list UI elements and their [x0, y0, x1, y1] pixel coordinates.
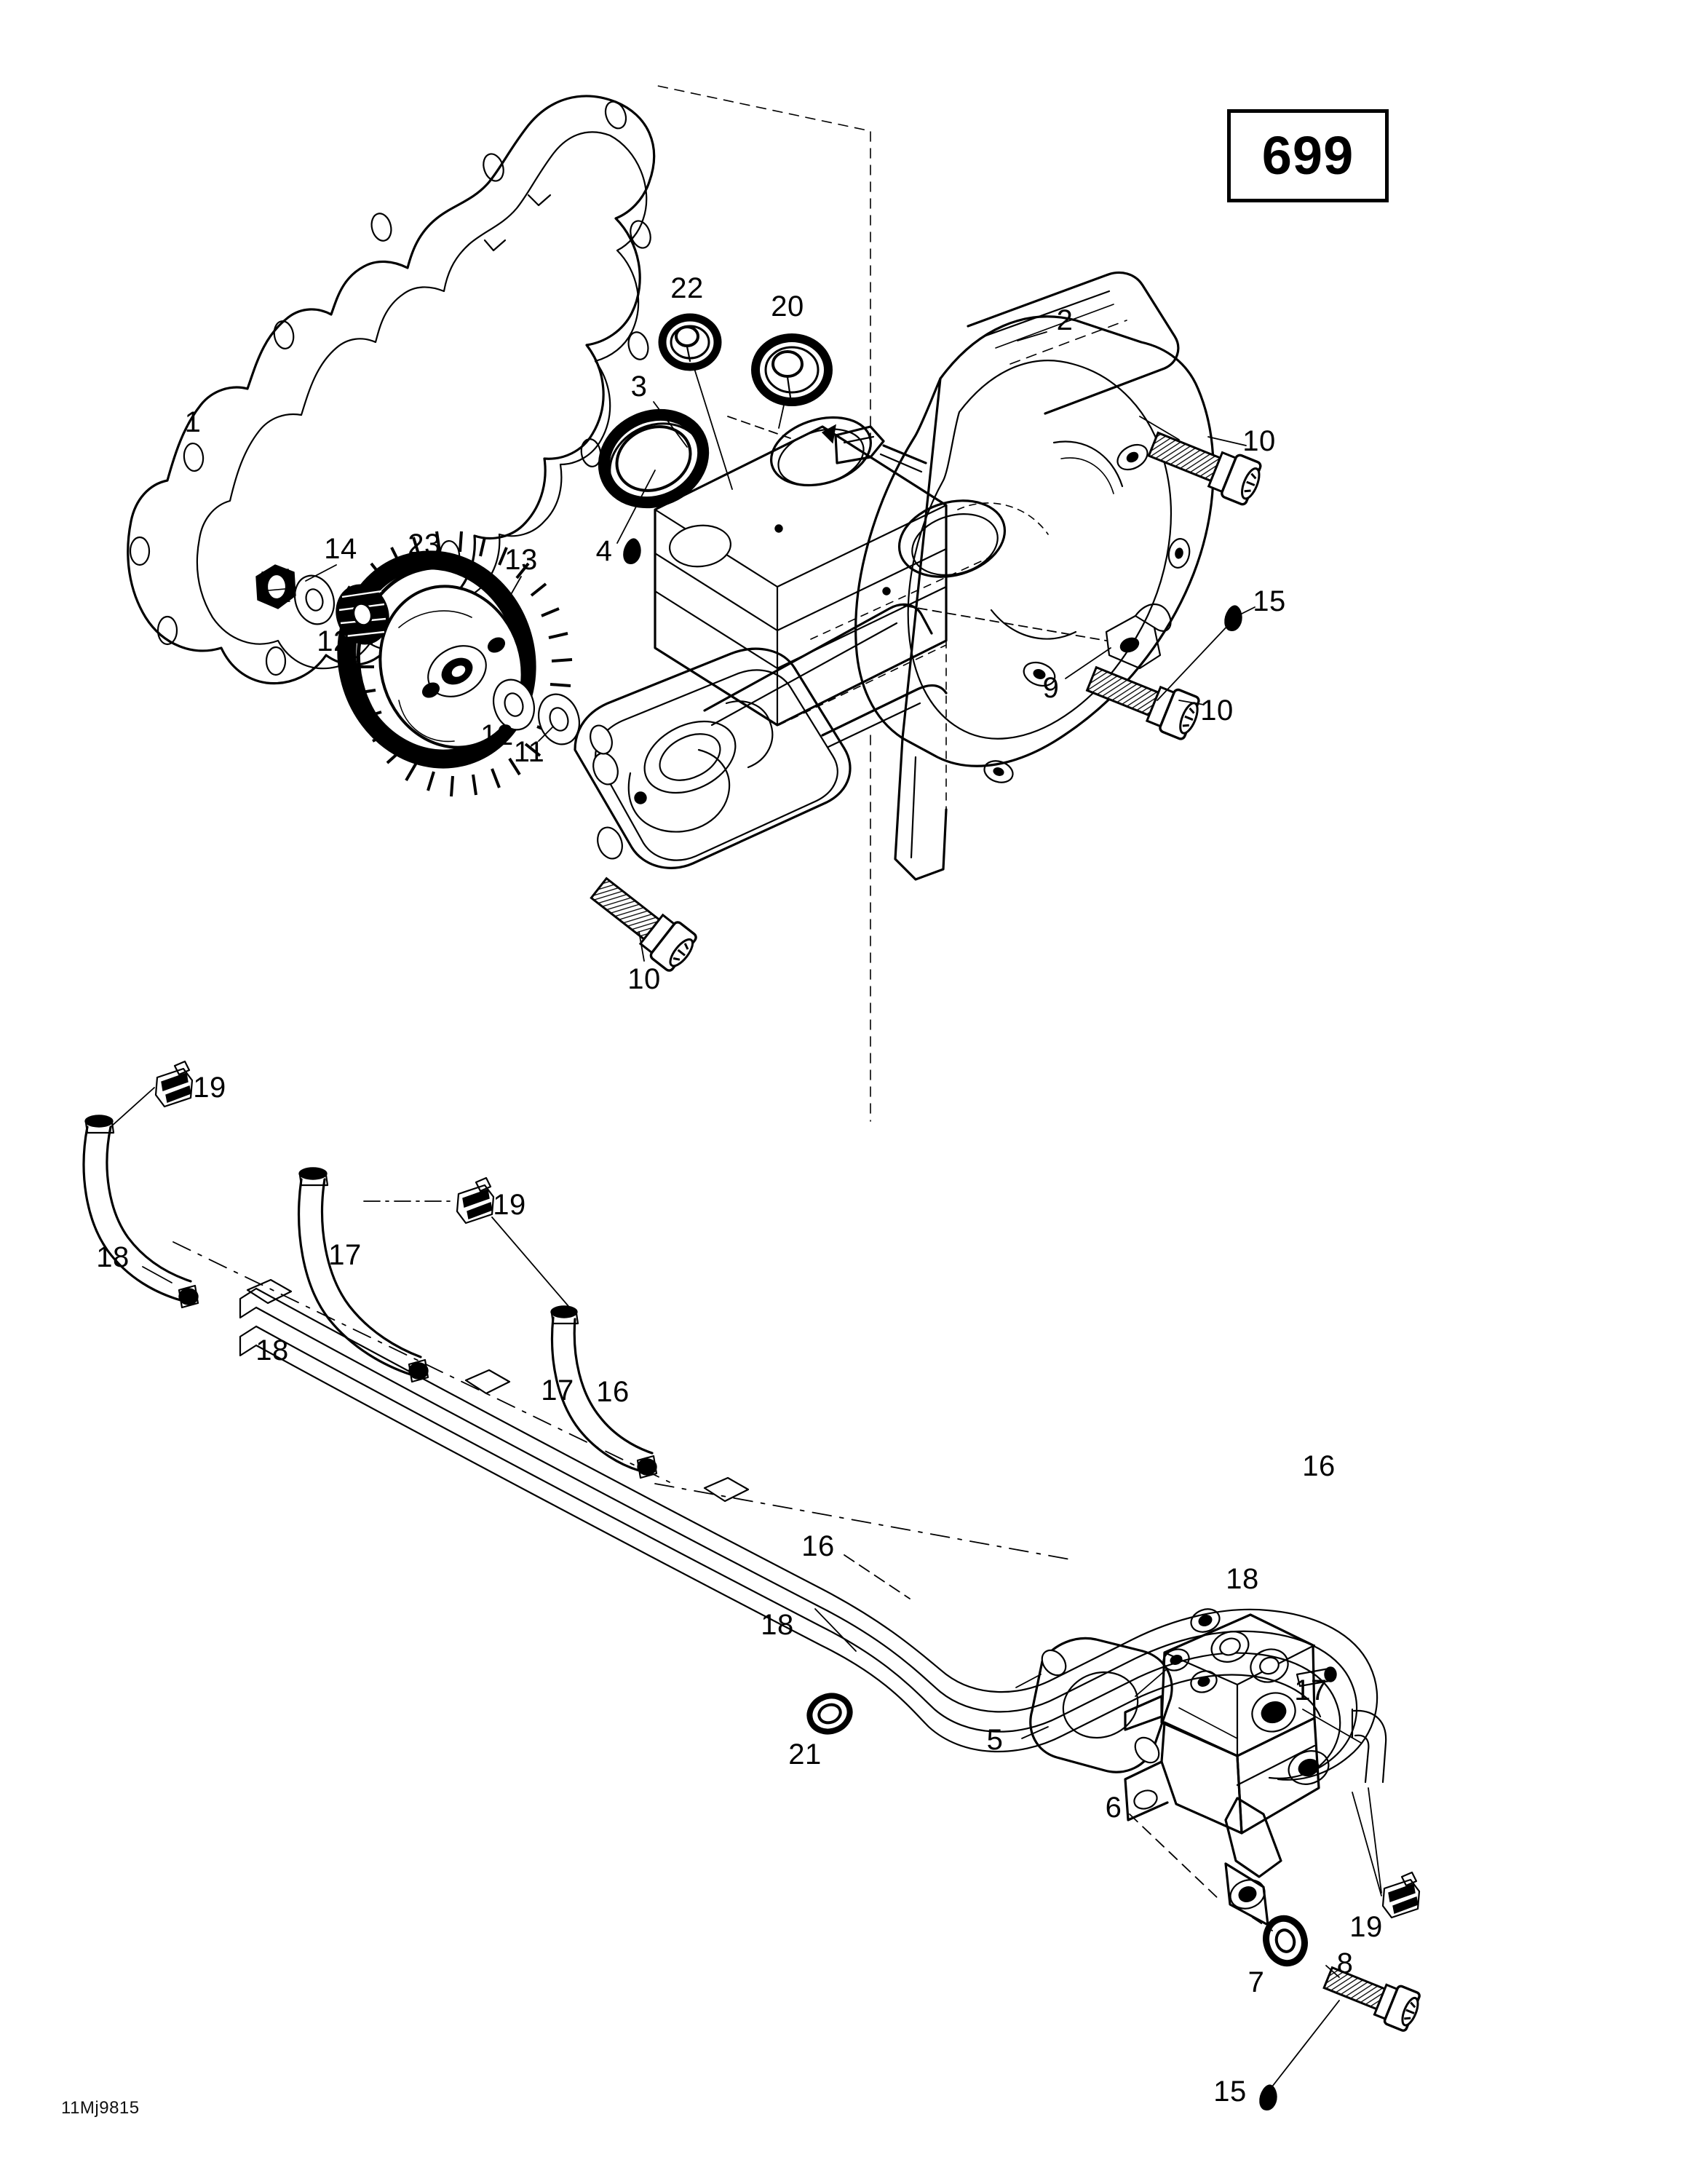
part-spacer-sleeve [336, 584, 389, 645]
part-gasket-outline [127, 95, 656, 685]
callout-hex-socket-screw: 8 [1336, 1947, 1354, 1979]
drawing-reference-code: 11Mj9815 [61, 2098, 140, 2118]
callout-oil-line: 16 [1302, 1450, 1336, 1482]
part-o-ring-21 [806, 1693, 853, 1735]
part-washer-12a [294, 574, 335, 625]
callout-thrust-washer: 11 [513, 736, 545, 768]
part-bolt-10-lower [590, 877, 697, 972]
part-drive-gear [337, 531, 573, 797]
part-cover-bracket [1105, 604, 1172, 670]
callout-oil-line: 18 [1226, 1563, 1259, 1595]
part-oil-lines-harness [172, 1241, 1378, 1781]
callout-oil-injection-pump: 6 [1105, 1792, 1122, 1824]
callout-crankcase-cover-gasket: 1 [184, 406, 202, 438]
model-badge: 699 [1227, 109, 1389, 202]
part-oil-line-segments [246, 1278, 750, 1503]
part-oil-pump-gasket [1029, 1637, 1173, 1773]
callout-oil-line: 16 [596, 1376, 630, 1408]
callout-socket-head-cap-screw: 10 [1242, 425, 1276, 457]
callout-dowel-pin: 15 [1213, 2076, 1247, 2108]
callout-hose-clamp: 19 [193, 1072, 226, 1104]
part-oil-seal [598, 408, 710, 509]
callout-oil-pump-gasket: 5 [986, 1724, 1004, 1756]
callout-oil-line: 17 [541, 1374, 574, 1406]
callout-washer: 12 [317, 625, 350, 657]
leader-lines [110, 85, 1382, 2087]
callout-hose-clamp: 19 [1349, 1911, 1383, 1943]
callout-spacer-sleeve: 23 [408, 529, 441, 561]
callout-oil-line: 17 [328, 1239, 362, 1271]
part-oil-injection-pump [1124, 1608, 1337, 1926]
part-bolt-10-top [1147, 431, 1262, 506]
part-hose-17-pump [1351, 1708, 1387, 1784]
part-lock-washer-7 [1263, 1915, 1308, 1967]
callout-cover-bracket: 9 [1042, 672, 1060, 704]
callout-hose-clamp: 19 [493, 1189, 526, 1221]
callout-dowel-pin: 4 [595, 535, 613, 567]
model-badge-text: 699 [1261, 125, 1354, 186]
part-clamp-19b [456, 1176, 495, 1224]
callout-oil-line: 18 [255, 1334, 289, 1366]
part-screw-8 [1322, 1966, 1421, 2032]
part-nut-14 [255, 564, 296, 609]
callout-dowel-pin: 15 [1253, 585, 1286, 617]
callout-lock-washer: 7 [1247, 1966, 1265, 1998]
callout-oil-line: 18 [96, 1241, 130, 1273]
part-plug-22 [658, 313, 722, 371]
callout-magneto-side-crankcase-cover: 2 [1056, 304, 1074, 336]
part-bolt-10-mid [1085, 665, 1200, 740]
callout-oil-seal: 3 [630, 371, 648, 403]
callout-o-ring: 21 [788, 1738, 822, 1770]
callout-washer: 12 [480, 719, 514, 751]
callout-oil-pump-drive-gear: 13 [504, 544, 538, 576]
part-plug-20 [751, 333, 833, 406]
callout-socket-head-cap-screw: 10 [627, 963, 661, 995]
callout-nut: 14 [324, 533, 357, 565]
part-clamp-19c [1381, 1871, 1421, 1919]
callout-plug: 20 [771, 290, 804, 323]
part-hose-17-left [298, 1167, 429, 1383]
callout-oil-line: 17 [1294, 1674, 1328, 1706]
part-clamp-19a [154, 1060, 194, 1108]
callout-oil-line: 18 [761, 1609, 794, 1641]
part-crankcase-cover [574, 271, 1215, 881]
part-dowel-pin-15a [1224, 605, 1242, 631]
part-dowel-pin-15b [1259, 2084, 1277, 2110]
callout-socket-head-cap-screw: 10 [1200, 695, 1234, 727]
callout-oil-line: 16 [801, 1530, 835, 1562]
part-dowel-pin-4 [623, 538, 641, 564]
callout-plug: 22 [670, 272, 704, 304]
part-washer-12b [493, 678, 535, 731]
part-hose-18-left [82, 1115, 199, 1309]
